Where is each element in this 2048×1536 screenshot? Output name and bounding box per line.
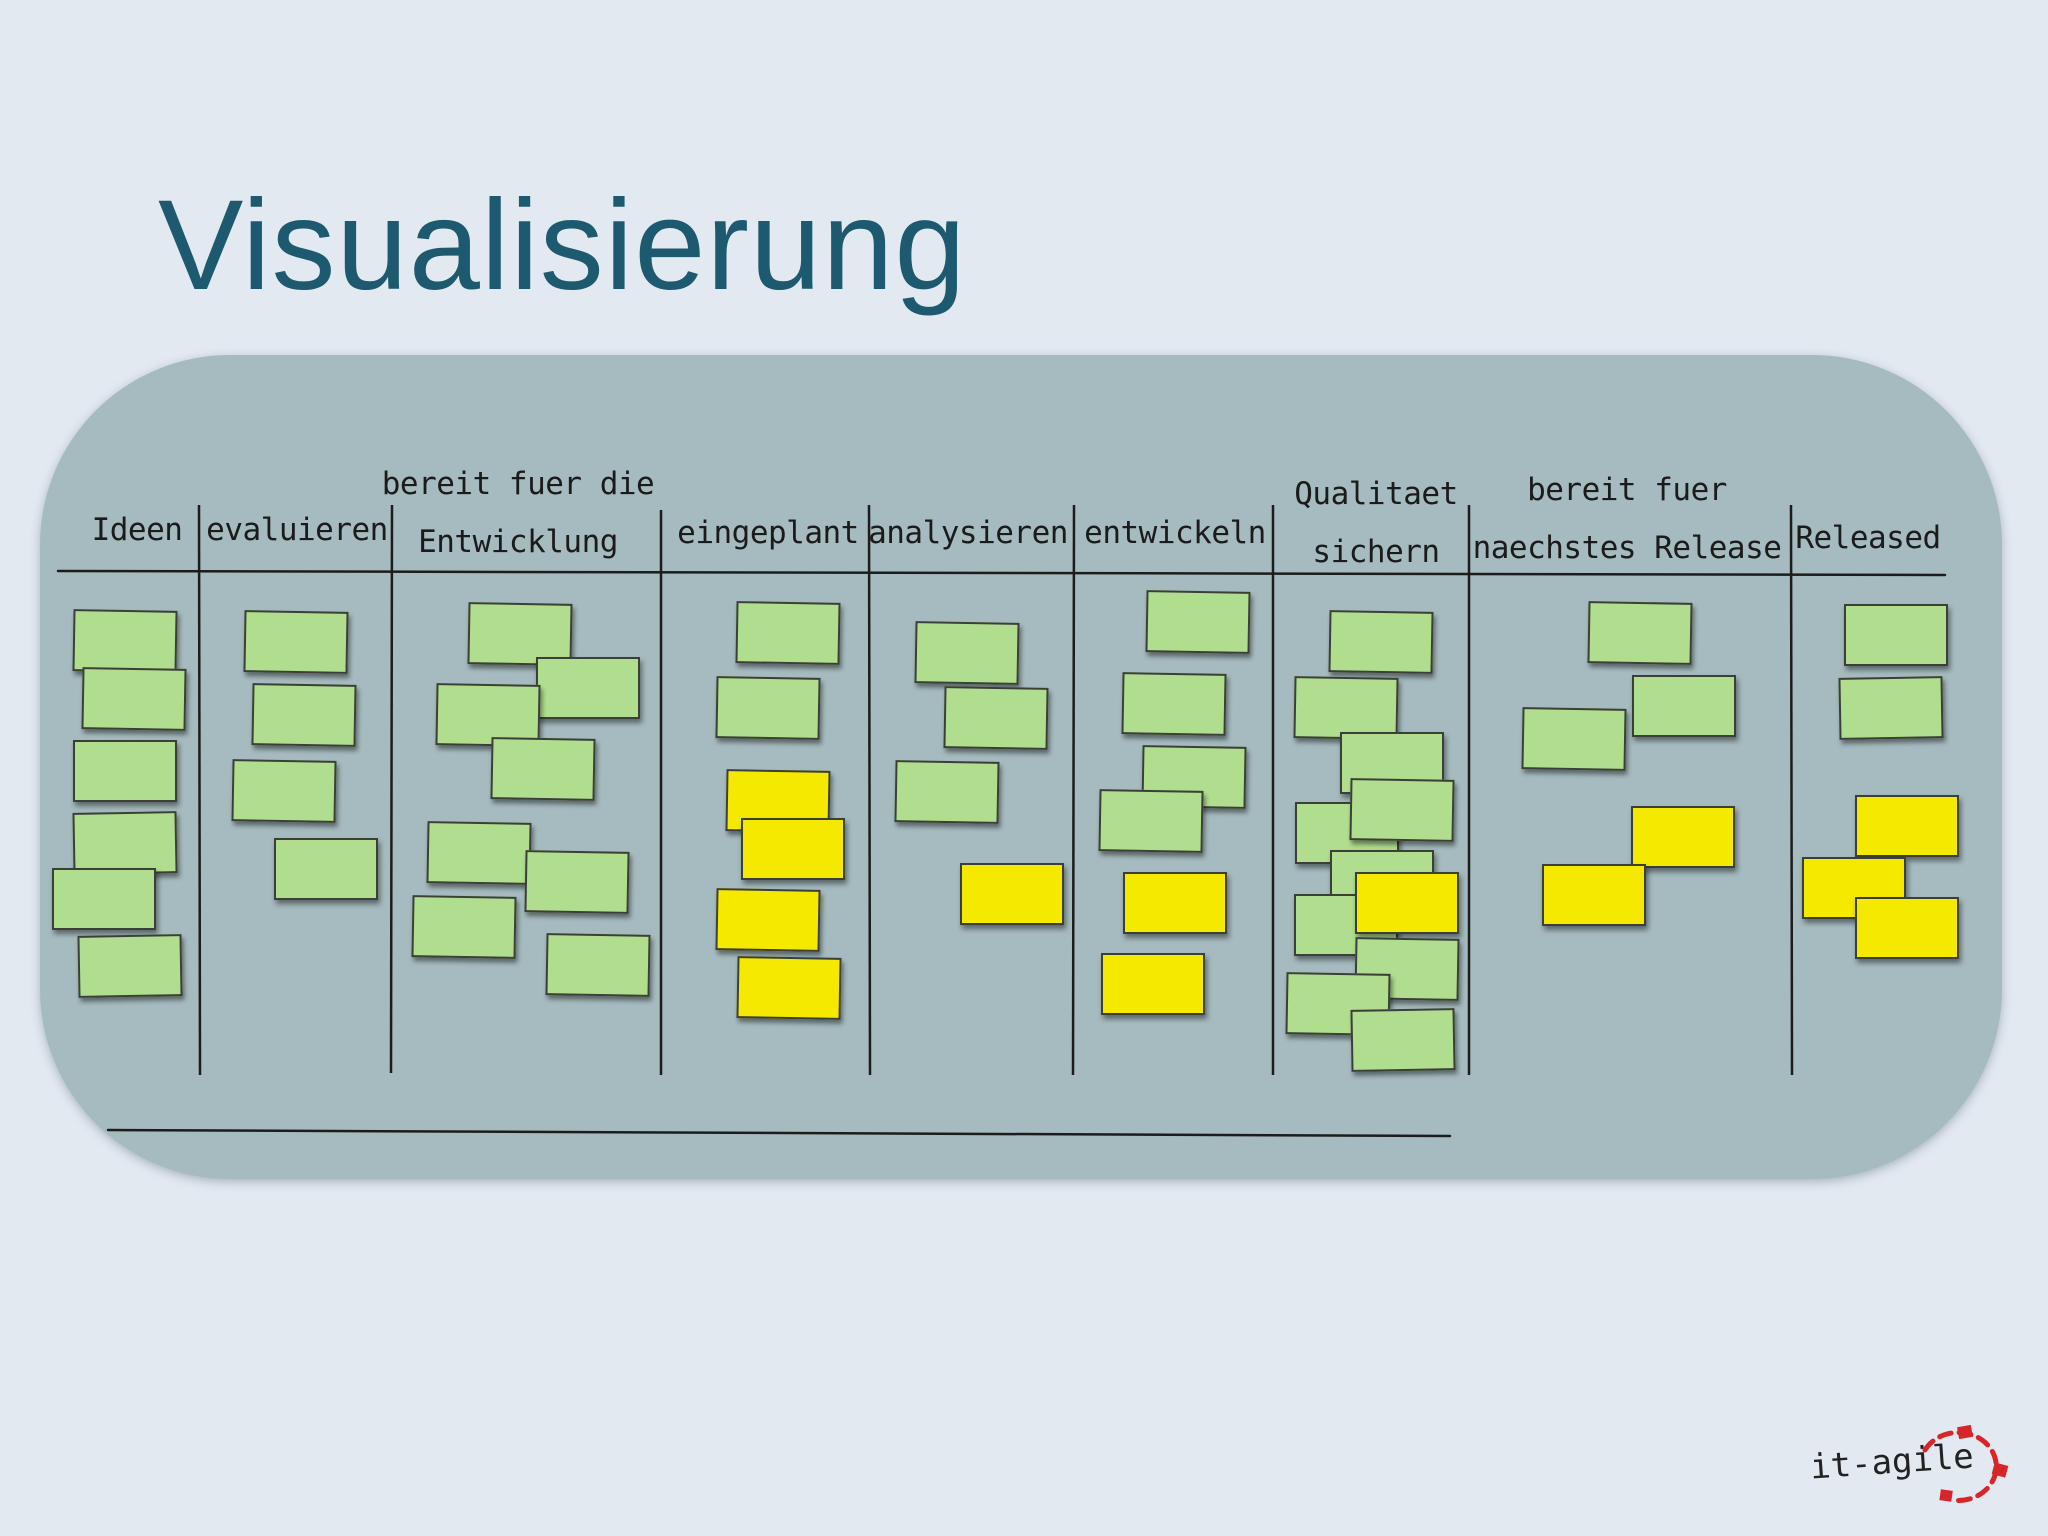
task-card[interactable] [81, 667, 187, 731]
task-card[interactable] [1632, 675, 1736, 737]
kanban-board: Ideen evaluieren bereit fuer die Entwick… [40, 355, 2002, 1179]
column-header-evaluieren: evaluieren [206, 512, 388, 548]
column-divider [389, 504, 394, 1074]
task-card[interactable] [715, 676, 821, 740]
task-card[interactable] [1355, 872, 1459, 934]
task-card[interactable] [536, 657, 640, 719]
column-header-analysieren: analysieren [868, 515, 1068, 551]
task-card[interactable] [411, 895, 517, 959]
task-card[interactable] [72, 609, 178, 673]
task-card[interactable] [1328, 610, 1434, 674]
task-card[interactable] [1844, 604, 1948, 666]
task-card[interactable] [52, 868, 156, 930]
task-card[interactable] [524, 850, 630, 914]
bottom-line [106, 1128, 1452, 1138]
task-card[interactable] [72, 811, 178, 875]
task-card[interactable] [715, 888, 821, 952]
task-card[interactable] [243, 610, 349, 674]
task-card[interactable] [735, 601, 841, 665]
task-card[interactable] [943, 686, 1049, 750]
task-card[interactable] [251, 683, 357, 747]
column-header-bereit-fuer-release: bereit fuer naechstes Release [1472, 472, 1782, 566]
task-card[interactable] [1855, 795, 1959, 857]
column-header-qualitaet-sichern: Qualitaet sichern [1294, 476, 1458, 570]
column-header-entwickeln: entwickeln [1084, 515, 1266, 551]
task-card[interactable] [1521, 707, 1627, 771]
it-agile-logo: it-agile [1800, 1412, 2020, 1522]
task-card[interactable] [1123, 872, 1227, 934]
task-card[interactable] [1855, 897, 1959, 959]
task-card[interactable] [231, 759, 337, 823]
column-divider [1789, 504, 1794, 1076]
task-card[interactable] [1350, 1008, 1456, 1072]
column-divider [1071, 504, 1076, 1076]
task-card[interactable] [1101, 953, 1205, 1015]
column-divider [867, 504, 872, 1076]
task-card[interactable] [736, 956, 842, 1020]
task-card[interactable] [1838, 676, 1944, 740]
task-card[interactable] [1587, 601, 1693, 665]
task-card[interactable] [1121, 672, 1227, 736]
column-header-released: Released [1795, 520, 1941, 556]
column-header-eingeplant: eingeplant [677, 515, 859, 551]
column-header-bereit-fuer-entwicklung: bereit fuer die Entwicklung [381, 466, 655, 560]
task-card[interactable] [1542, 864, 1646, 926]
board-lines [56, 504, 1947, 1138]
task-card[interactable] [914, 621, 1020, 685]
task-card[interactable] [1145, 590, 1251, 654]
task-card[interactable] [274, 838, 378, 900]
task-card[interactable] [741, 818, 845, 880]
header-underline [56, 569, 1947, 577]
task-card[interactable] [77, 934, 183, 998]
task-card[interactable] [894, 760, 1000, 824]
task-card[interactable] [73, 740, 177, 802]
task-card[interactable] [426, 821, 532, 885]
task-card[interactable] [1631, 806, 1735, 868]
column-divider [197, 504, 202, 1076]
logo-mark [1922, 1424, 2009, 1503]
slide-title: Visualisierung [158, 174, 967, 317]
task-card[interactable] [1098, 789, 1204, 853]
task-card[interactable] [1349, 778, 1455, 842]
task-card[interactable] [1293, 676, 1399, 740]
task-card[interactable] [960, 863, 1064, 925]
task-card[interactable] [545, 933, 651, 997]
task-card[interactable] [490, 737, 596, 801]
column-header-ideen: Ideen [91, 512, 183, 548]
